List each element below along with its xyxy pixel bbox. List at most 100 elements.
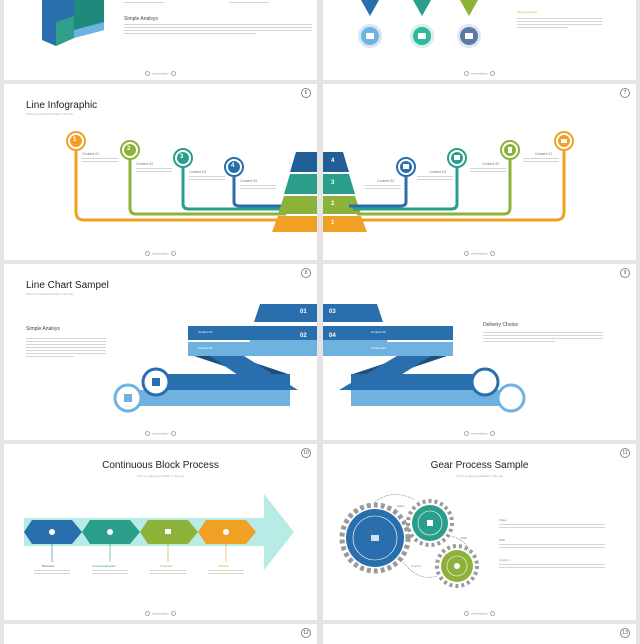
slide-footer: presentation	[323, 251, 636, 256]
content-text-r2	[470, 168, 506, 174]
content-text-3	[189, 176, 225, 182]
slide-heading: Simple Analsys	[124, 16, 158, 22]
slide-thumbnail-11[interactable]: Gear Process Sample This is a relevant s…	[323, 444, 636, 620]
gear-label-video: Video	[397, 504, 405, 508]
gear-label-web: Web	[461, 536, 468, 540]
slide-subtitle: This is a relevant subtitle in this line	[26, 292, 74, 296]
slide-number: 8	[301, 268, 311, 278]
slide-thumbnail-2[interactable]: Level and Free presentation	[323, 0, 636, 80]
step-number-1: 1	[331, 220, 335, 226]
ribbon-label-01: 01	[300, 309, 307, 315]
marker-4: 4	[231, 163, 235, 169]
content-text-r4	[365, 185, 401, 191]
body-text-lines	[26, 338, 106, 359]
content-text-4	[240, 185, 276, 191]
side-item-text-2	[499, 544, 605, 550]
side-title: Level and Free	[517, 10, 538, 14]
slide-thumbnail-7[interactable]: 4 3 2 1 Content 04 Content 03 Content 02…	[323, 84, 636, 260]
content-label-1: Content 01	[82, 152, 100, 156]
marker-3: 3	[180, 154, 184, 160]
slide-footer: presentation	[4, 251, 317, 256]
block-process-arrow	[24, 494, 294, 570]
side-item-text-1	[499, 524, 605, 530]
body-text-lines	[483, 332, 603, 344]
slide-footer: presentation	[4, 431, 317, 436]
step-number-3: 3	[331, 180, 335, 186]
content-text-1	[82, 158, 118, 164]
slide-subtitle: This is a relevant subtitle in this line	[136, 474, 185, 478]
content-text-r3	[417, 176, 453, 182]
slide-title: Line Chart Sampel	[26, 280, 109, 291]
slide-number: 6	[301, 88, 311, 98]
content-label-r4: Content 04	[377, 179, 395, 183]
side-item-text-3	[499, 564, 605, 570]
slide-thumbnail-1[interactable]: Simple Analsys presentation	[4, 0, 317, 80]
slide-footer: presentation	[323, 71, 636, 76]
top-text-lines-2	[229, 2, 269, 5]
slide-subtitle: This is a relevant subtitle in this line	[26, 112, 74, 116]
body-text-lines	[124, 24, 312, 36]
marker-1: 1	[73, 137, 77, 143]
block-label-1: Business	[42, 564, 55, 568]
slide-subtitle: This is a relevant subtitle in this line	[455, 474, 504, 478]
side-text-lines	[517, 18, 602, 30]
slide-number: 7	[620, 88, 630, 98]
content-label-r1: Content 01	[535, 152, 553, 156]
block-text-4	[208, 570, 244, 576]
slide-thumbnail-8[interactable]: Line Chart Sampel This is a relevant sub…	[4, 264, 317, 440]
line-infographic-left	[66, 131, 317, 232]
content-label-r2: Content 02	[482, 162, 500, 166]
slide-thumbnail-10[interactable]: Continuous Block Process This is a relev…	[4, 444, 317, 620]
side-item-graphic: Graphic	[499, 558, 510, 562]
line-infographic-right	[323, 131, 574, 232]
content-label-3: Content 03	[189, 170, 207, 174]
content-label-4: Content 04	[240, 179, 258, 183]
step-number-4: 4	[331, 158, 335, 164]
block-label-4: Website	[218, 564, 229, 568]
slide-footer: presentation	[4, 71, 317, 76]
slide-number: 11	[620, 448, 630, 458]
slide-title: Continuous Block Process	[102, 460, 219, 471]
block-text-2	[92, 570, 128, 576]
slide-heading: Simple Analsys	[26, 326, 60, 332]
slide-footer: presentation	[323, 611, 636, 616]
ribbon-label-03: 03	[329, 309, 336, 315]
slide-footer: presentation	[4, 611, 317, 616]
gear-diagram	[339, 494, 479, 588]
slide-title: Gear Process Sample	[430, 460, 529, 471]
pin-icons-graphic	[358, 0, 481, 48]
ribbon-row-3: Content 03	[371, 330, 386, 334]
slide-heading: Delivery Choice	[483, 322, 519, 328]
slide-number: 10	[301, 448, 311, 458]
ribbon-label-04: 04	[329, 333, 336, 339]
slide-footer: presentation	[323, 431, 636, 436]
block-text-3	[150, 570, 186, 576]
content-label-2: Content 02	[136, 162, 154, 166]
top-text-lines	[124, 2, 164, 5]
slide-title: Line Infographic	[26, 100, 98, 111]
ribbon-chart-left	[113, 304, 317, 413]
slide-thumbnail-6[interactable]: Line Infographic This is a relevant subt…	[4, 84, 317, 260]
ribbon-row-2: Content 02	[198, 346, 213, 350]
ribbon-chart-right	[323, 304, 526, 413]
ribbon-row-1: Content 01	[198, 330, 213, 334]
ribbon-label-02: 02	[300, 333, 307, 339]
slide-number: 12	[301, 628, 311, 638]
content-text-2	[136, 168, 172, 174]
slide-thumbnail-12[interactable]: 12	[4, 624, 317, 644]
gear-label-graphic: Graphic	[411, 564, 422, 568]
block-label-2: Conceptualization	[92, 564, 116, 568]
block-text-1	[34, 570, 70, 576]
side-item-video: Video	[499, 518, 507, 522]
slide-thumbnail-9[interactable]: Delivery Choice 03 04 Content 03 Content…	[323, 264, 636, 440]
slide-number: 9	[620, 268, 630, 278]
side-item-web: Web	[499, 538, 506, 542]
slide-number: 13	[620, 628, 630, 638]
content-text-r1	[523, 158, 559, 164]
slide-thumbnail-13[interactable]: 13	[323, 624, 636, 644]
block-label-3: Proposal	[160, 564, 172, 568]
ribbon-row-4: Content 04	[371, 346, 386, 350]
stacked-cube-graphic	[42, 0, 104, 46]
marker-2: 2	[127, 146, 131, 152]
content-label-r3: Content 03	[429, 170, 447, 174]
